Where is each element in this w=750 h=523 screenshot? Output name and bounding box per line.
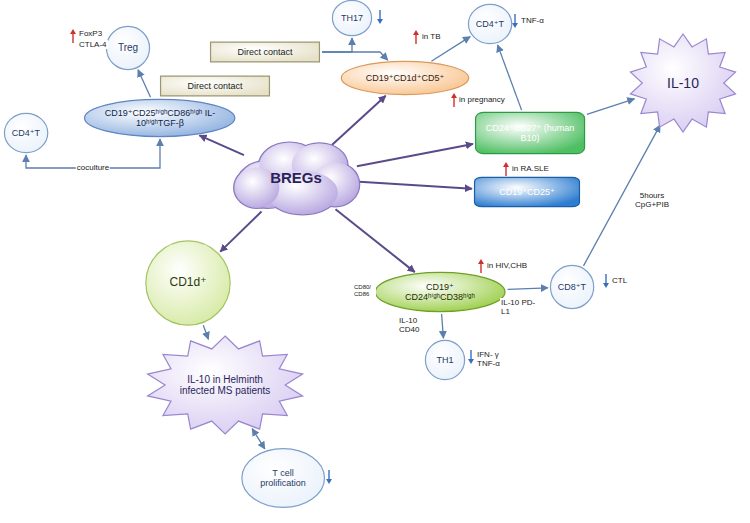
node-text-block: Treg xyxy=(118,42,138,54)
node-label: CD19⁺CD1d⁺CD5⁺ xyxy=(366,73,444,83)
decrease-arrow xyxy=(326,470,332,484)
cell-circle: CD4⁺T xyxy=(468,4,512,44)
node-text-block: IL-10 xyxy=(667,75,699,91)
node-text-block: T cell prolification xyxy=(254,468,312,489)
annotation-label: CTL xyxy=(611,276,628,285)
node-text-block: CD8⁺T xyxy=(558,282,586,292)
cell-circle: CD4⁺T xyxy=(4,113,48,153)
node-text-block: CD19⁺CD25⁺ xyxy=(499,187,555,197)
node-label: CD4⁺T xyxy=(12,128,40,138)
node-label: Treg xyxy=(118,42,138,54)
annotation-label: in RA.SLE xyxy=(511,164,550,173)
breg-cloud: BREGs xyxy=(231,138,361,218)
cell-circle: Treg xyxy=(106,26,150,70)
node-label: CD1d⁺ xyxy=(169,276,206,290)
node-label: IL-10 in Helminth infected MS patients xyxy=(175,374,275,397)
annotation-label: in TB xyxy=(421,32,442,41)
node-text-block: BREGs xyxy=(270,169,322,186)
cell-circle: T cell prolification xyxy=(241,448,325,508)
node-text-block: CD19⁺CD25ʰⁱᵍʰCD86ʰⁱᵍʰ IL-10ʰⁱᵍʰTGF-β xyxy=(104,108,216,129)
node-text-block: CD19⁺CD1d⁺CD5⁺ xyxy=(366,73,444,83)
cell-circle: CD1d⁺ xyxy=(145,240,231,326)
annotation-label: CD80/ CD86 xyxy=(353,284,376,298)
node-text-block: Direct contact xyxy=(237,47,292,57)
connector-arrow xyxy=(199,135,244,155)
node-label: TH17 xyxy=(341,13,363,23)
node-text-block: IL-10 in Helminth infected MS patients xyxy=(175,374,275,397)
subset-ellipse: CD19⁺ CD24ʰⁱᵍʰCD38ʰⁱᵍʰ xyxy=(374,272,506,312)
connector-arrow xyxy=(442,314,444,338)
contact-box: Direct contact xyxy=(160,76,270,96)
connector-arrow xyxy=(359,182,472,189)
decrease-arrow xyxy=(512,14,518,28)
node-text-block: TH1 xyxy=(436,355,453,365)
connector-arrow xyxy=(322,38,352,52)
increase-arrow xyxy=(478,259,484,273)
annotation-label: IL-10 CD40 xyxy=(398,316,428,334)
annotation-label: TNF-α xyxy=(520,16,545,25)
cytokine-burst: IL-10 in Helminth infected MS patients xyxy=(144,335,306,435)
edge-label: 5hours CpG+PIB xyxy=(630,191,674,209)
node-text-block: CD1d⁺ xyxy=(169,276,206,290)
contact-box: Direct contact xyxy=(210,42,320,62)
subset-box: CD24⁺CD27⁺ (human B10) xyxy=(475,112,585,154)
connector-arrow xyxy=(587,99,635,115)
node-text-block: CD4⁺T xyxy=(476,19,504,29)
connector-arrow xyxy=(138,70,151,98)
increase-arrow xyxy=(451,93,457,107)
node-text-block: TH17 xyxy=(341,13,363,23)
connector-arrow xyxy=(357,144,473,166)
cytokine-burst: IL-10 xyxy=(628,33,738,133)
annotation-label: CTLA-4 xyxy=(78,40,108,49)
node-label: Direct contact xyxy=(187,81,242,91)
node-text-block: CD24⁺CD27⁺ (human B10) xyxy=(482,123,578,144)
subset-box: CD19⁺CD25⁺ xyxy=(474,177,580,207)
node-label: CD24⁺CD27⁺ (human B10) xyxy=(482,123,578,144)
node-label: CD19⁺CD25ʰⁱᵍʰCD86ʰⁱᵍʰ IL-10ʰⁱᵍʰTGF-β xyxy=(104,108,216,129)
connector-arrow xyxy=(322,52,388,60)
node-label: CD4⁺T xyxy=(476,19,504,29)
node-label: T cell prolification xyxy=(254,468,312,489)
decrease-arrow xyxy=(468,350,474,364)
node-text-block: Direct contact xyxy=(187,81,242,91)
increase-arrow xyxy=(503,162,509,176)
connector-arrow xyxy=(220,212,261,252)
connector-arrow xyxy=(508,288,548,290)
node-label: CD8⁺T xyxy=(558,282,586,292)
connector-arrow xyxy=(332,96,386,145)
connector-arrow xyxy=(252,429,265,449)
increase-arrow xyxy=(70,29,76,43)
node-label: IL-10 xyxy=(667,75,699,91)
annotation-label: IFN- γ TNF-α xyxy=(476,350,518,368)
subset-ellipse: CD19⁺CD1d⁺CD5⁺ xyxy=(340,61,470,95)
connector-arrow xyxy=(336,209,415,272)
annotation-label: in pregnancy xyxy=(458,95,506,104)
node-label: BREGs xyxy=(270,169,322,186)
node-label: CD19⁺ CD24ʰⁱᵍʰCD38ʰⁱᵍʰ xyxy=(392,282,488,303)
connector-arrow xyxy=(203,325,208,339)
node-label: CD19⁺CD25⁺ xyxy=(499,187,555,197)
annotation-label: in HIV,CHB xyxy=(486,261,528,270)
annotation-label: IL-10 PD-L1 xyxy=(500,298,538,316)
edge-label: coculture xyxy=(76,163,110,172)
cell-circle: TH1 xyxy=(425,340,465,380)
decrease-arrow xyxy=(603,274,609,288)
decrease-arrow xyxy=(377,10,383,24)
subset-ellipse: CD19⁺CD25ʰⁱᵍʰCD86ʰⁱᵍʰ IL-10ʰⁱᵍʰTGF-β xyxy=(83,99,236,137)
node-text-block: CD4⁺T xyxy=(12,128,40,138)
increase-arrow xyxy=(413,30,419,44)
cell-circle: CD8⁺T xyxy=(550,265,594,309)
node-label: Direct contact xyxy=(237,47,292,57)
node-label: TH1 xyxy=(436,355,453,365)
cell-circle: TH17 xyxy=(332,0,372,36)
node-text-block: CD19⁺ CD24ʰⁱᵍʰCD38ʰⁱᵍʰ xyxy=(392,282,488,303)
annotation-label: FoxP3 xyxy=(78,29,103,38)
